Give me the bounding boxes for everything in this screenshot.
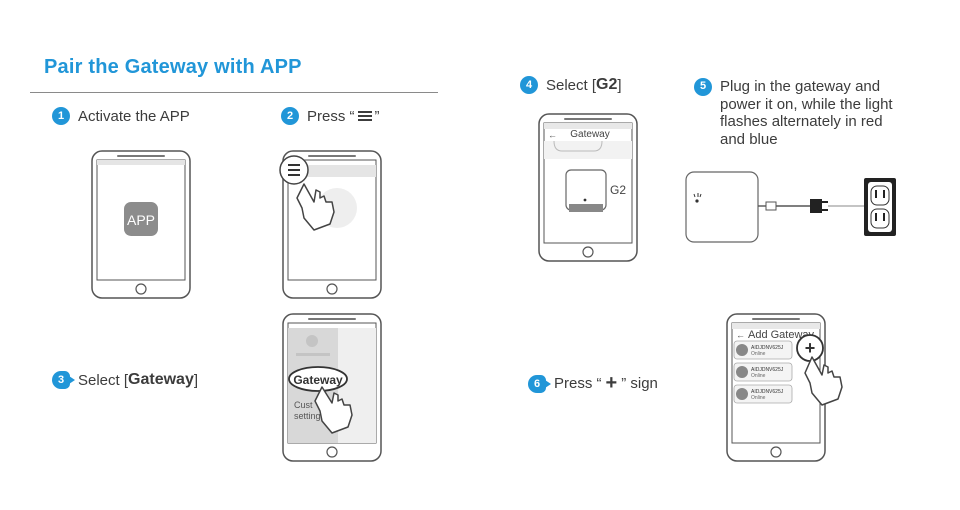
step-3-badge: 3 bbox=[52, 371, 75, 389]
step-2-badge: 2 bbox=[281, 107, 299, 125]
step-4-label: 4 Select [ G2 ] bbox=[520, 76, 622, 94]
step-5-line-4: and blue bbox=[720, 130, 778, 148]
step-5-label: 5 Plug in the gateway and power it on, w… bbox=[694, 78, 893, 148]
hand-pointer-icon bbox=[314, 386, 353, 434]
power-plug-icon bbox=[810, 199, 822, 213]
menu-item-setting: setting bbox=[294, 411, 321, 421]
step-3-text-before: Select [ bbox=[78, 371, 129, 389]
step-5-line-2: power it on, while the light bbox=[720, 95, 893, 113]
step-2-text-after: ” bbox=[374, 107, 380, 125]
list-item-1-name: AIDJDNV625J bbox=[751, 345, 784, 351]
step-4-text-after: ] bbox=[617, 76, 622, 94]
step-1-text: Activate the APP bbox=[78, 107, 190, 125]
list-item-2-name: AIDJDNV625J bbox=[751, 367, 784, 373]
hand-pointer-icon bbox=[296, 183, 335, 231]
gateway-power-illustration bbox=[685, 171, 896, 243]
phone-step-6: ← Add Gateway AIDJDNV625J Online AIDJDNV… bbox=[726, 313, 843, 462]
list-item-3-name: AIDJDNV625J bbox=[751, 389, 784, 395]
list-item-2-status: Online bbox=[751, 373, 766, 379]
back-arrow-icon: ← bbox=[736, 330, 745, 340]
step-5-line-3: flashes alternately in red bbox=[720, 113, 883, 130]
hand-pointer-icon bbox=[804, 356, 843, 406]
phone-step-4: ← Gateway G2 bbox=[538, 113, 638, 262]
title-divider bbox=[30, 92, 438, 93]
step-6-badge: 6 bbox=[528, 374, 551, 393]
step-3-text-strong: Gateway bbox=[128, 371, 194, 388]
step-5-badge: 5 bbox=[694, 78, 712, 96]
step-6-text-before: Press “ bbox=[554, 375, 602, 392]
step-4-text-strong: G2 bbox=[596, 76, 618, 93]
plus-icon: + bbox=[805, 338, 816, 358]
step-6-plus: + bbox=[605, 372, 618, 394]
step-3-text-after: ] bbox=[193, 371, 199, 389]
back-arrow-icon: ← bbox=[548, 130, 557, 140]
step-4-badge: 4 bbox=[520, 76, 538, 94]
phone-step-3: Gateway Cust setting bbox=[282, 313, 382, 462]
step-4-text-before: Select [ bbox=[546, 76, 597, 94]
app-icon-label: APP bbox=[127, 212, 155, 228]
app-icon bbox=[124, 202, 158, 236]
list-item-3-status: Online bbox=[751, 395, 766, 401]
device-label-g2: G2 bbox=[610, 183, 626, 197]
gateway-device-icon bbox=[685, 171, 759, 243]
menu-item-gateway: Gateway bbox=[293, 373, 343, 387]
page-title: Pair the Gateway with APP bbox=[44, 56, 302, 78]
step-1-badge: 1 bbox=[52, 107, 70, 125]
screen-header-gateway: Gateway bbox=[570, 129, 609, 140]
menu-icon bbox=[357, 109, 372, 123]
list-item-1-status: Online bbox=[751, 351, 766, 357]
step-2-text-before: Press “ bbox=[307, 107, 355, 125]
phone-step-2 bbox=[279, 150, 382, 299]
screen-header-add-gateway: Add Gateway bbox=[748, 329, 815, 341]
step-3-label: 3 Select [ Gateway ] bbox=[52, 371, 198, 389]
step-2-label: 2 Press “ ” bbox=[281, 107, 380, 125]
phone-step-1: APP bbox=[91, 150, 191, 299]
step-5-line-1: Plug in the gateway and bbox=[720, 78, 881, 95]
step-6-label: 6 Press “ + ” sign bbox=[528, 372, 658, 395]
step-1-label: 1 Activate the APP bbox=[52, 107, 190, 125]
step-6-text-after: ” sign bbox=[621, 375, 658, 392]
gateway-menu-highlight bbox=[288, 366, 348, 392]
menu-item-custom: Cust bbox=[294, 400, 313, 410]
